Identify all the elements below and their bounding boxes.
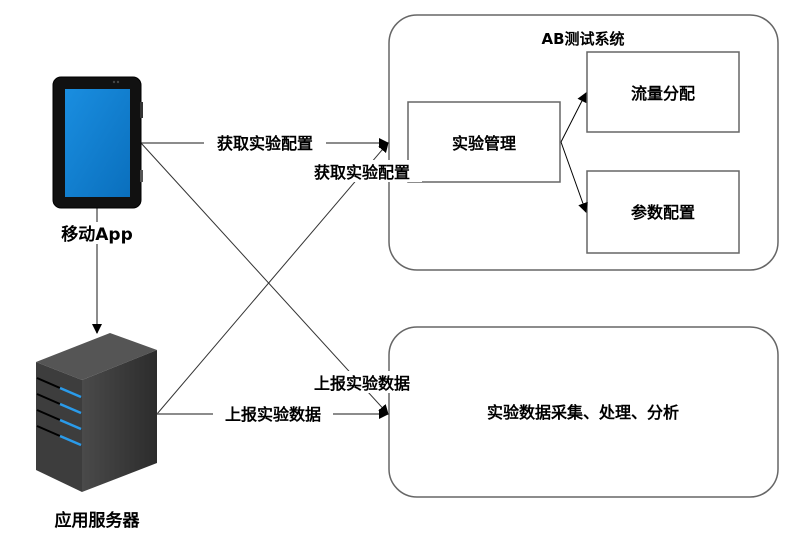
- parameter-config-label: 参数配置: [631, 203, 695, 222]
- tablet-icon: [52, 76, 143, 209]
- mobile-app-label: 移动App: [61, 224, 133, 245]
- label-server-report-data: 上报实验数据: [225, 405, 321, 424]
- traffic-allocation-box: [586, 51, 740, 133]
- edge-mgmt-to-traffic: [560, 92, 587, 143]
- edge-server-get-config: [156, 142, 389, 415]
- label-mobile-report-data: 上报实验数据: [314, 374, 410, 393]
- experiment-management-label: 实验管理: [452, 134, 516, 153]
- parameter-config-box: [586, 170, 740, 254]
- ab-system-title: AB测试系统: [541, 30, 624, 48]
- experiment-management-box: [407, 101, 561, 183]
- data-pipeline-label: 实验数据采集、处理、分析: [487, 403, 679, 422]
- edge-mgmt-to-params: [560, 141, 588, 213]
- data-pipeline-container: [388, 326, 779, 498]
- traffic-allocation-label: 流量分配: [631, 84, 695, 103]
- app-server-label: 应用服务器: [55, 510, 141, 531]
- label-server-get-config: 获取实验配置: [314, 163, 410, 182]
- server-icon: [36, 333, 157, 492]
- edge-mobile-report-data: [140, 142, 389, 415]
- label-mobile-get-config: 获取实验配置: [217, 134, 313, 153]
